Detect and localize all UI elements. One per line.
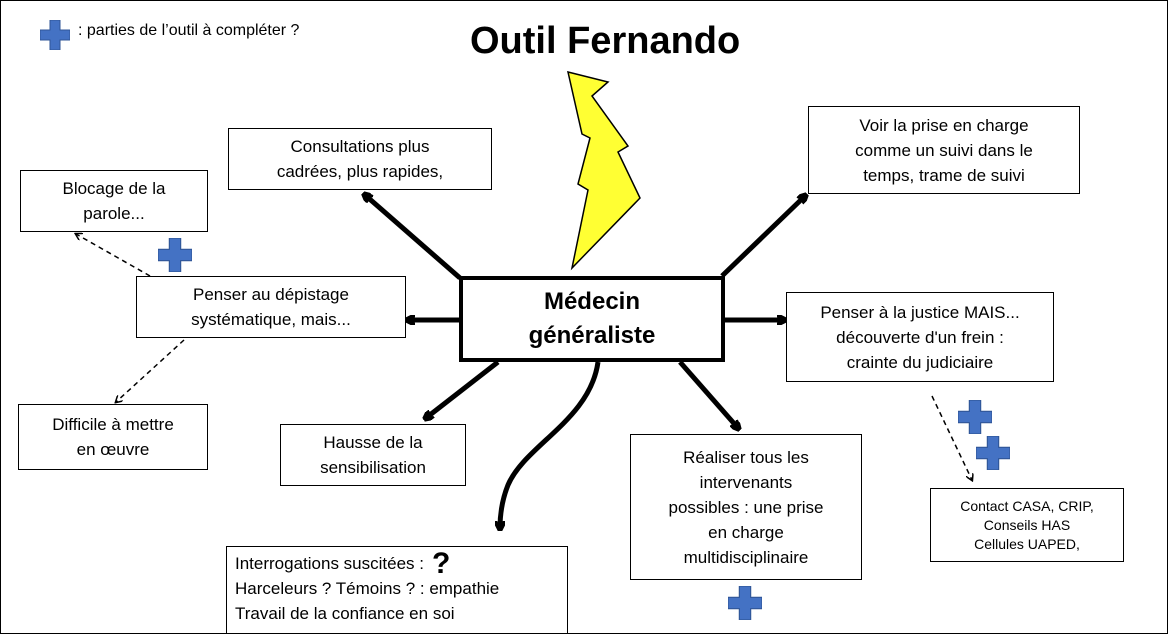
node-contact: Contact CASA, CRIP, Conseils HAS Cellule… xyxy=(930,488,1124,562)
arrow-to-intervenants xyxy=(678,360,738,428)
node-intervenants: Réaliser tous les intervenants possibles… xyxy=(630,434,862,580)
node-consultations: Consultations plus cadrées, plus rapides… xyxy=(228,128,492,190)
interrogations-line1: Interrogations suscitées : xyxy=(235,554,424,573)
node-suivi: Voir la prise en charge comme un suivi d… xyxy=(808,106,1080,194)
dashed-arrow-to-contact xyxy=(931,395,972,480)
center-node: Médecin généraliste xyxy=(459,276,725,362)
page-title: Outil Fernando xyxy=(470,20,741,62)
legend-plus-icon xyxy=(40,20,70,50)
interrogations-line3: Travail de la confiance en soi xyxy=(235,604,455,623)
node-difficile: Difficile à mettre en œuvre xyxy=(18,404,208,470)
question-mark: ? xyxy=(431,547,451,580)
plus-icon xyxy=(958,400,992,434)
arrow-to-suivi xyxy=(720,196,805,278)
arrow-to-consultations xyxy=(365,195,462,280)
lightning-bolt xyxy=(567,70,641,271)
legend-text: : parties de l’outil à compléter ? xyxy=(78,22,300,39)
node-interrogations: Interrogations suscitées :? Harceleurs ?… xyxy=(226,546,568,634)
dashed-arrow-to-blocage xyxy=(76,234,151,277)
dashed-arrow-to-difficile xyxy=(116,339,185,402)
node-blocage: Blocage de la parole... xyxy=(20,170,208,232)
arrow-to-sensibilisation xyxy=(426,360,500,418)
node-justice: Penser à la justice MAIS... découverte d… xyxy=(786,292,1054,382)
plus-icon xyxy=(158,238,192,272)
node-depistage: Penser au dépistage systématique, mais..… xyxy=(136,276,406,338)
plus-icon xyxy=(728,586,762,620)
arrow-to-interrogations xyxy=(500,361,601,528)
node-sensibilisation: Hausse de la sensibilisation xyxy=(280,424,466,486)
plus-icon xyxy=(976,436,1010,470)
interrogations-line2: Harceleurs ? Témoins ? : empathie xyxy=(235,579,500,598)
